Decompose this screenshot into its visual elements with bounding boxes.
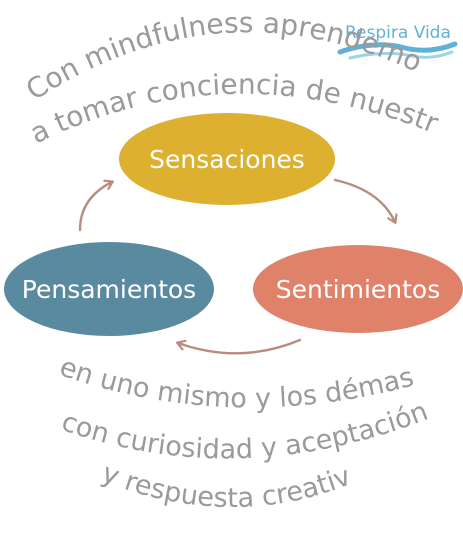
node-pensamientos: Pensamientos — [4, 242, 214, 336]
node-sentimientos: Sentimientos — [253, 245, 463, 333]
logo-wave-icon-2 — [348, 50, 454, 60]
node-sensaciones-label: Sensaciones — [149, 145, 305, 174]
respira-vida-logo: Respira Vida — [337, 23, 458, 60]
node-sentimientos-label: Sentimientos — [276, 275, 441, 304]
arrow-pensamientos-to-sensaciones — [78, 182, 112, 232]
node-sensaciones-shape — [119, 113, 335, 205]
node-pensamientos-label: Pensamientos — [22, 275, 196, 304]
node-sentimientos-shape — [253, 245, 463, 333]
logo-text: Respira Vida — [345, 23, 451, 43]
arrow-sentimientos-to-pensamientos — [178, 338, 302, 355]
node-pensamientos-shape — [4, 242, 214, 336]
logo-wave-icon — [337, 41, 458, 55]
node-sensaciones: Sensaciones — [119, 113, 335, 205]
arrow-sensaciones-to-sentimientos — [333, 178, 395, 222]
footer-line-1: en uno mismo y los démas — [56, 351, 417, 414]
